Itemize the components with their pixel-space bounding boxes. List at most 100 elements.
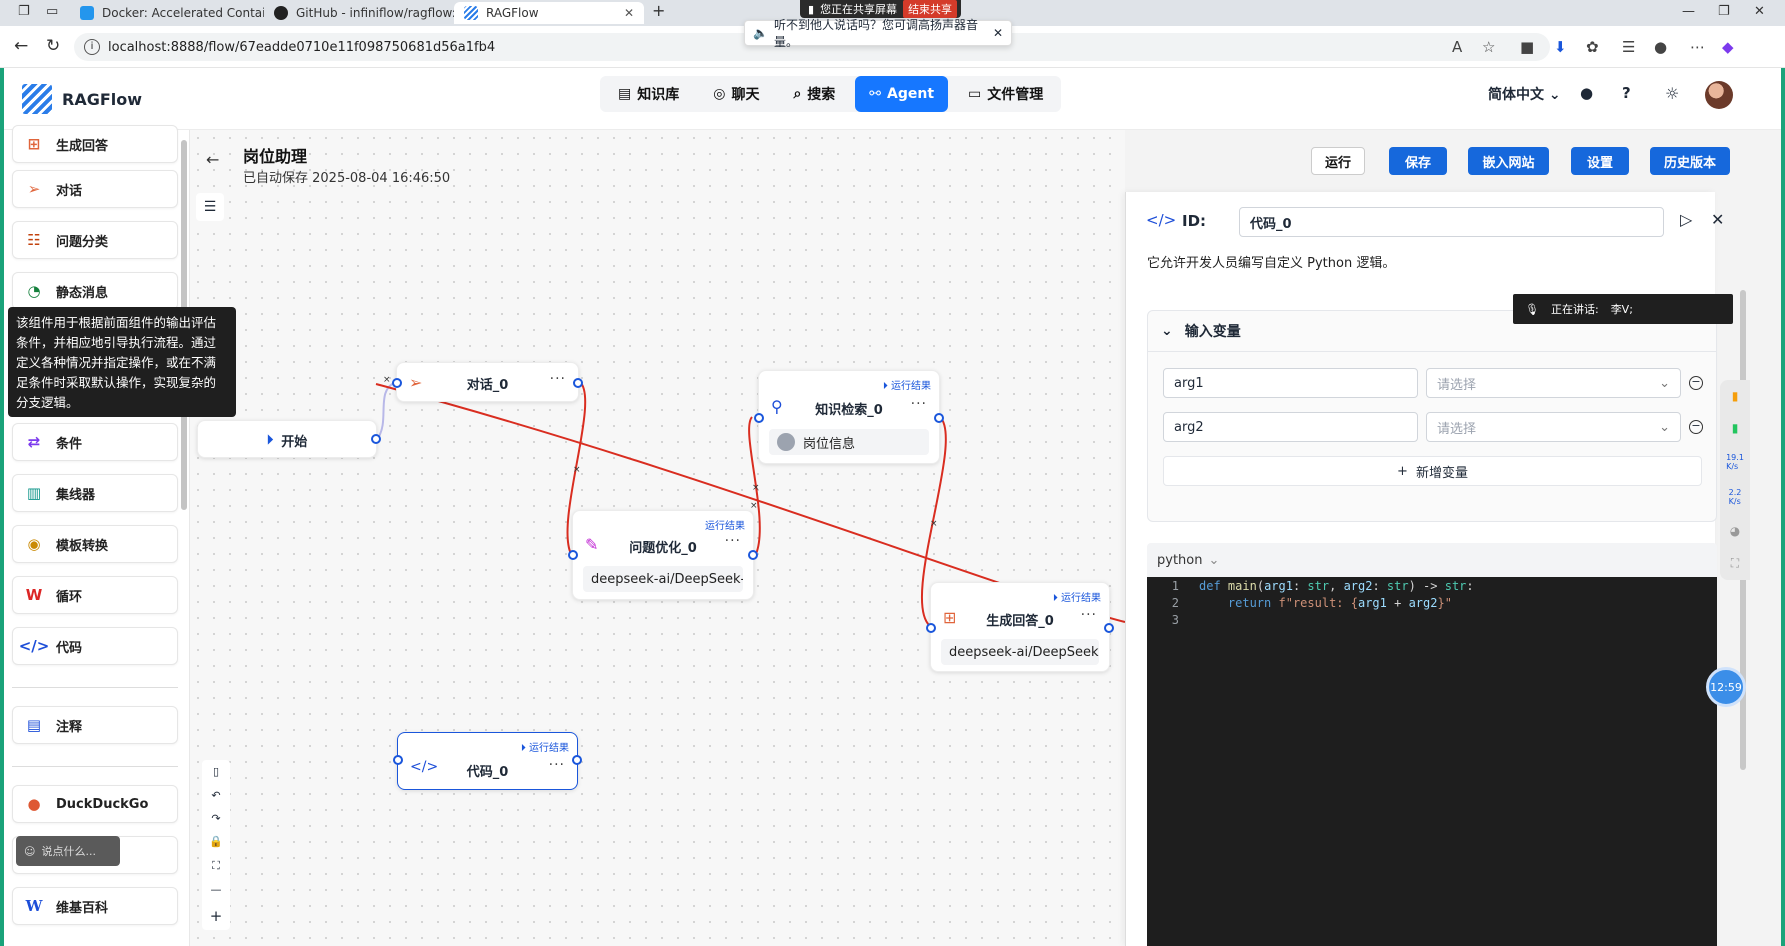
nav-knowledge-base[interactable]: ▤知识库 — [604, 76, 693, 112]
save-button[interactable]: 保存 — [1389, 147, 1447, 175]
node-begin[interactable]: ⏵开始 — [197, 420, 381, 458]
sidebar-item-switch[interactable]: ⇄条件 — [12, 423, 178, 461]
close-panel-icon[interactable]: ✕ — [1711, 210, 1725, 229]
run-button[interactable]: 运行 — [1311, 147, 1365, 175]
tab-docker[interactable]: Docker: Accelerated Container Ap — [70, 2, 264, 24]
undo-icon[interactable]: ↶ — [211, 788, 221, 802]
floating-clock[interactable]: 12:59 — [1706, 667, 1746, 707]
more-icon[interactable]: ··· — [724, 533, 741, 549]
node-handle[interactable] — [754, 413, 764, 423]
var-source-select[interactable]: 请选择⌄ — [1426, 368, 1681, 398]
node-retrieval[interactable]: ⏵ 运行结果 ⚲ 知识检索_0 ··· 岗位信息 — [754, 370, 944, 464]
history-button[interactable]: 历史版本 — [1650, 147, 1730, 175]
github-icon[interactable]: ● — [1580, 84, 1594, 102]
nav-search[interactable]: ⌕搜索 — [779, 76, 849, 112]
language-select[interactable]: python⌄ — [1147, 543, 1717, 577]
avatar[interactable] — [1705, 81, 1733, 109]
reload-icon[interactable]: ↻ — [46, 36, 61, 56]
app-logo[interactable]: RAGFlow — [22, 84, 142, 114]
node-answer[interactable]: ➢ 对话_0 ··· — [392, 362, 583, 402]
node-handle[interactable] — [568, 550, 578, 560]
chat-mini-input[interactable]: ☺说点什么... — [16, 836, 120, 866]
node-id-input[interactable]: 代码_0 — [1239, 207, 1664, 237]
settings-button[interactable]: 设置 — [1571, 147, 1629, 175]
sidebar-item-categorize[interactable]: ☷问题分类 — [12, 221, 178, 259]
sidebar-item-message[interactable]: ◔静态消息 — [12, 272, 178, 310]
embed-button[interactable]: 嵌入网站 — [1468, 147, 1549, 175]
remove-var-icon[interactable]: − — [1689, 420, 1703, 434]
tab-github[interactable]: GitHub - infiniflow/ragflow: RAGF — [264, 2, 454, 24]
sidebar-item-hub[interactable]: ▥集线器 — [12, 474, 178, 512]
close-window-icon[interactable]: ✕ — [1754, 4, 1765, 19]
input-vars-header[interactable]: ⌄输入变量 — [1147, 310, 1717, 352]
run-node-icon[interactable]: ▷ — [1680, 210, 1693, 229]
list-icon[interactable]: ☰ — [196, 193, 224, 221]
restore-icon[interactable]: ❐ — [1718, 4, 1730, 19]
nav-chat[interactable]: ◎聊天 — [699, 76, 773, 112]
sidebar-item-note[interactable]: ▤注释 — [12, 706, 178, 744]
nav-agent[interactable]: ⚯Agent — [855, 76, 949, 112]
redo-icon[interactable]: ↷ — [211, 812, 221, 826]
minimap-icon[interactable]: ▯ — [212, 765, 220, 779]
tab-ragflow[interactable]: RAGFlow ✕ — [454, 2, 644, 24]
run-result-link[interactable]: ⏵ 运行结果 — [520, 743, 569, 754]
copilot-icon[interactable]: ◆ — [1722, 38, 1734, 56]
minimize-icon[interactable]: — — [1682, 4, 1695, 19]
tab-actions-icon[interactable]: ▭ — [46, 4, 59, 19]
node-handle[interactable] — [392, 378, 402, 388]
extension-icon[interactable]: ■ — [1520, 38, 1535, 56]
close-icon[interactable]: ✕ — [992, 26, 1003, 40]
remove-var-icon[interactable]: − — [1689, 376, 1703, 390]
more-icon[interactable]: ··· — [910, 396, 927, 412]
more-icon[interactable]: ⋯ — [1690, 38, 1705, 56]
node-handle[interactable] — [572, 755, 582, 765]
stop-share-button[interactable]: 结束共享 — [903, 0, 958, 18]
run-result-link[interactable]: 运行结果 — [705, 517, 745, 532]
back-arrow-icon[interactable]: ← — [206, 150, 220, 169]
profile-icon[interactable]: ● — [1654, 38, 1668, 56]
var-source-select[interactable]: 请选择⌄ — [1426, 412, 1681, 442]
sidebar-item-generate[interactable]: ⊞生成回答 — [12, 125, 178, 163]
language-select[interactable]: 简体中文 ⌄ — [1488, 84, 1561, 104]
node-code[interactable]: ⏵ 运行结果 </> 代码_0 ··· — [393, 732, 582, 790]
node-generate[interactable]: ⏵ 运行结果 ⊞ 生成回答_0 ··· deepseek-ai/DeepSeek… — [926, 582, 1114, 672]
node-handle[interactable] — [934, 413, 944, 423]
back-icon[interactable]: ← — [14, 36, 29, 56]
node-handle[interactable] — [926, 623, 936, 633]
sidebar-item-code[interactable]: </>代码 — [12, 627, 178, 665]
theme-icon[interactable]: ☼ — [1665, 84, 1680, 103]
workspaces-icon[interactable]: ❐ — [18, 4, 30, 19]
node-handle[interactable] — [393, 755, 403, 765]
more-icon[interactable]: ··· — [1080, 607, 1097, 623]
collections-icon[interactable]: ☰ — [1622, 38, 1636, 56]
nav-file-manager[interactable]: ▭文件管理 — [954, 76, 1057, 112]
read-aloud-icon[interactable]: A — [1452, 38, 1463, 56]
run-result-link[interactable]: ⏵ 运行结果 — [882, 381, 931, 392]
sidebar-item-answer[interactable]: ➢对话 — [12, 170, 178, 208]
zoom-in-icon[interactable]: + — [209, 906, 223, 925]
sidebar-item-duckduckgo[interactable]: ●DuckDuckGo — [12, 785, 178, 823]
extensions-icon[interactable]: ✿ — [1586, 38, 1599, 56]
node-handle[interactable] — [573, 378, 583, 388]
new-tab-icon[interactable]: + — [652, 1, 666, 20]
node-handle[interactable] — [371, 434, 381, 444]
fit-view-icon[interactable]: ⛶ — [212, 858, 220, 872]
lock-icon[interactable]: 🔒 — [209, 835, 223, 849]
add-variable-button[interactable]: +新增变量 — [1163, 456, 1702, 486]
close-tab-icon[interactable]: ✕ — [623, 6, 634, 20]
var-name-input[interactable]: arg1 — [1163, 368, 1418, 398]
node-rewrite-question[interactable]: 运行结果 ✎ 问题优化_0 ··· deepseek-ai/DeepSeek-V — [568, 510, 758, 600]
sidebar-item-template[interactable]: ◉模板转换 — [12, 525, 178, 563]
more-icon[interactable]: ··· — [548, 757, 565, 773]
node-handle[interactable] — [748, 550, 758, 560]
node-handle[interactable] — [1104, 623, 1114, 633]
var-name-input[interactable]: arg2 — [1163, 412, 1418, 442]
zoom-out-icon[interactable]: — — [210, 883, 222, 897]
help-icon[interactable]: ? — [1622, 84, 1631, 102]
run-result-link[interactable]: ⏵ 运行结果 — [1052, 593, 1101, 604]
more-icon[interactable]: ··· — [549, 371, 566, 387]
